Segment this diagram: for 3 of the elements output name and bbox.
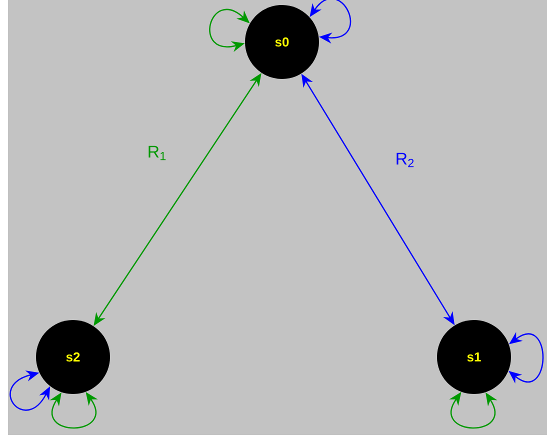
edge-label: R$_{2}$ [396,152,414,168]
edge-label: R$_{1}$ [148,146,166,160]
loop-arrow [310,0,351,44]
